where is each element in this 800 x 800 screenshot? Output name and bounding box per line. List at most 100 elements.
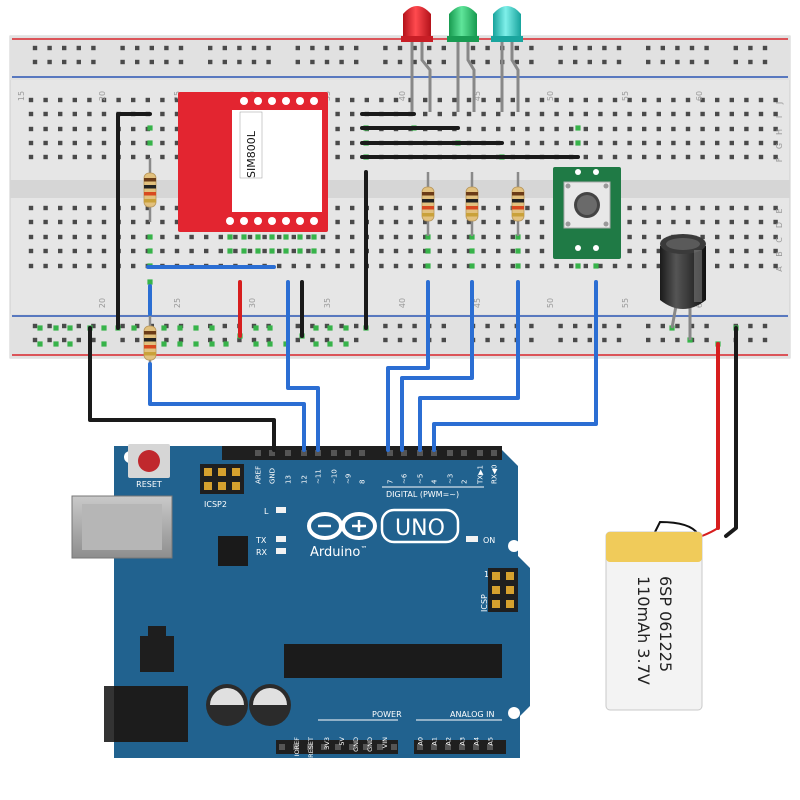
breadboard-hole: [627, 97, 632, 103]
battery-top-band: [606, 532, 702, 562]
connected-hole: [161, 341, 167, 347]
breadboard-hole: [131, 219, 136, 225]
breadboard-hole: [496, 111, 501, 117]
rail-hole: [266, 45, 271, 51]
wires-arduino: [88, 280, 738, 538]
led-tx-label: TX: [255, 536, 267, 545]
rail-hole: [587, 59, 592, 65]
header-pin: [315, 450, 321, 456]
usb-chip: [218, 536, 248, 566]
push-button: [553, 167, 621, 259]
breadboard-hole: [233, 248, 238, 254]
rail-hole: [32, 59, 38, 65]
breadboard-hole: [685, 126, 691, 132]
breadboard-hole: [583, 111, 588, 117]
breadboard-hole: [350, 263, 355, 269]
breadboard-hole: [744, 97, 749, 103]
breadboard-hole: [277, 234, 282, 240]
power-pin-label: 3V3: [323, 737, 331, 750]
rail-hole: [689, 323, 695, 329]
rail-hole: [616, 337, 622, 343]
breadboard-hole: [758, 111, 764, 117]
power-pin-label: RESET: [307, 737, 315, 758]
wires-breadboard: [116, 112, 580, 338]
breadboard-hole: [466, 234, 472, 240]
rail-hole: [762, 323, 768, 329]
breadboard-hole: [496, 126, 501, 132]
breadboard-hole: [58, 219, 63, 225]
breadboard-hole: [466, 126, 472, 132]
breadboard-hole: [174, 219, 180, 225]
breadboard-hole: [58, 111, 63, 117]
header-pin: [391, 744, 397, 750]
connected-hole: [343, 341, 349, 347]
breadboard-hole: [72, 126, 77, 132]
resistors: [143, 158, 525, 372]
breadboard-hole: [612, 111, 618, 117]
breadboard-hole: [539, 234, 545, 240]
rail-hole: [135, 45, 140, 51]
rail-hole: [397, 45, 403, 51]
breadboard-hole: [452, 97, 457, 103]
breadboard-hole: [671, 97, 676, 103]
breadboard-hole: [174, 205, 180, 211]
rail-hole: [587, 45, 592, 51]
breadboard-hole: [700, 154, 705, 160]
breadboard-hole: [700, 205, 705, 211]
breadboard-hole: [335, 154, 340, 160]
column-number: 30: [248, 298, 257, 308]
breadboard-hole: [656, 97, 661, 103]
column-number: 40: [398, 298, 407, 308]
breadboard-hole: [131, 205, 136, 211]
connected-hole: [311, 234, 317, 240]
rail-hole: [310, 337, 315, 343]
rail-hole: [500, 337, 505, 343]
battery-label-line2: 110mAh 3.7V: [634, 576, 653, 685]
rail-hole: [733, 59, 738, 65]
breadboard-hole: [393, 219, 399, 225]
rail-hole: [310, 323, 315, 329]
breadboard-hole: [773, 140, 778, 146]
header-pin: [331, 450, 337, 456]
breadboard-hole: [656, 263, 661, 269]
rail-hole: [149, 45, 154, 51]
breadboard-hole: [744, 154, 749, 160]
rail-hole: [573, 323, 578, 329]
breadboard-hole: [496, 263, 501, 269]
bottom-power-rail: [10, 314, 790, 358]
breadboard-hole: [174, 154, 180, 160]
rail-hole: [120, 337, 125, 343]
rail-hole: [412, 323, 417, 329]
rail-hole: [616, 323, 622, 329]
rail-hole: [62, 59, 67, 65]
black-wire-left: [116, 112, 152, 330]
breadboard-hole: [160, 234, 165, 240]
breadboard-hole: [758, 234, 764, 240]
breadboard-hole: [510, 97, 515, 103]
arduino-brand-label: Arduino™: [310, 545, 367, 560]
rail-hole: [412, 59, 417, 65]
breadboard-hole: [627, 263, 632, 269]
rail-hole: [441, 323, 446, 329]
analog-pin-label: A5: [487, 737, 495, 746]
breadboard-hole: [350, 248, 355, 254]
rail-hole: [310, 45, 315, 51]
breadboard-hole: [87, 263, 92, 269]
breadboard-hole: [525, 97, 530, 103]
breadboard-hole: [452, 234, 457, 240]
breadboard-hole: [598, 140, 603, 146]
breadboard-hole: [350, 97, 355, 103]
breadboard-hole: [642, 126, 647, 132]
battery-label-line1: 6SP 061225: [656, 576, 675, 672]
breadboard-hole: [496, 97, 501, 103]
rail-hole: [208, 59, 213, 65]
breadboard-hole: [583, 126, 588, 132]
rail-hole: [76, 45, 81, 51]
breadboard-hole: [525, 205, 530, 211]
blue-wire-pin7: [386, 280, 430, 452]
breadboard-hole: [510, 140, 515, 146]
rail-hole: [164, 45, 169, 51]
breadboard-hole: [189, 248, 194, 254]
breadboard-hole: [437, 248, 442, 254]
breadboard-hole: [174, 234, 180, 240]
